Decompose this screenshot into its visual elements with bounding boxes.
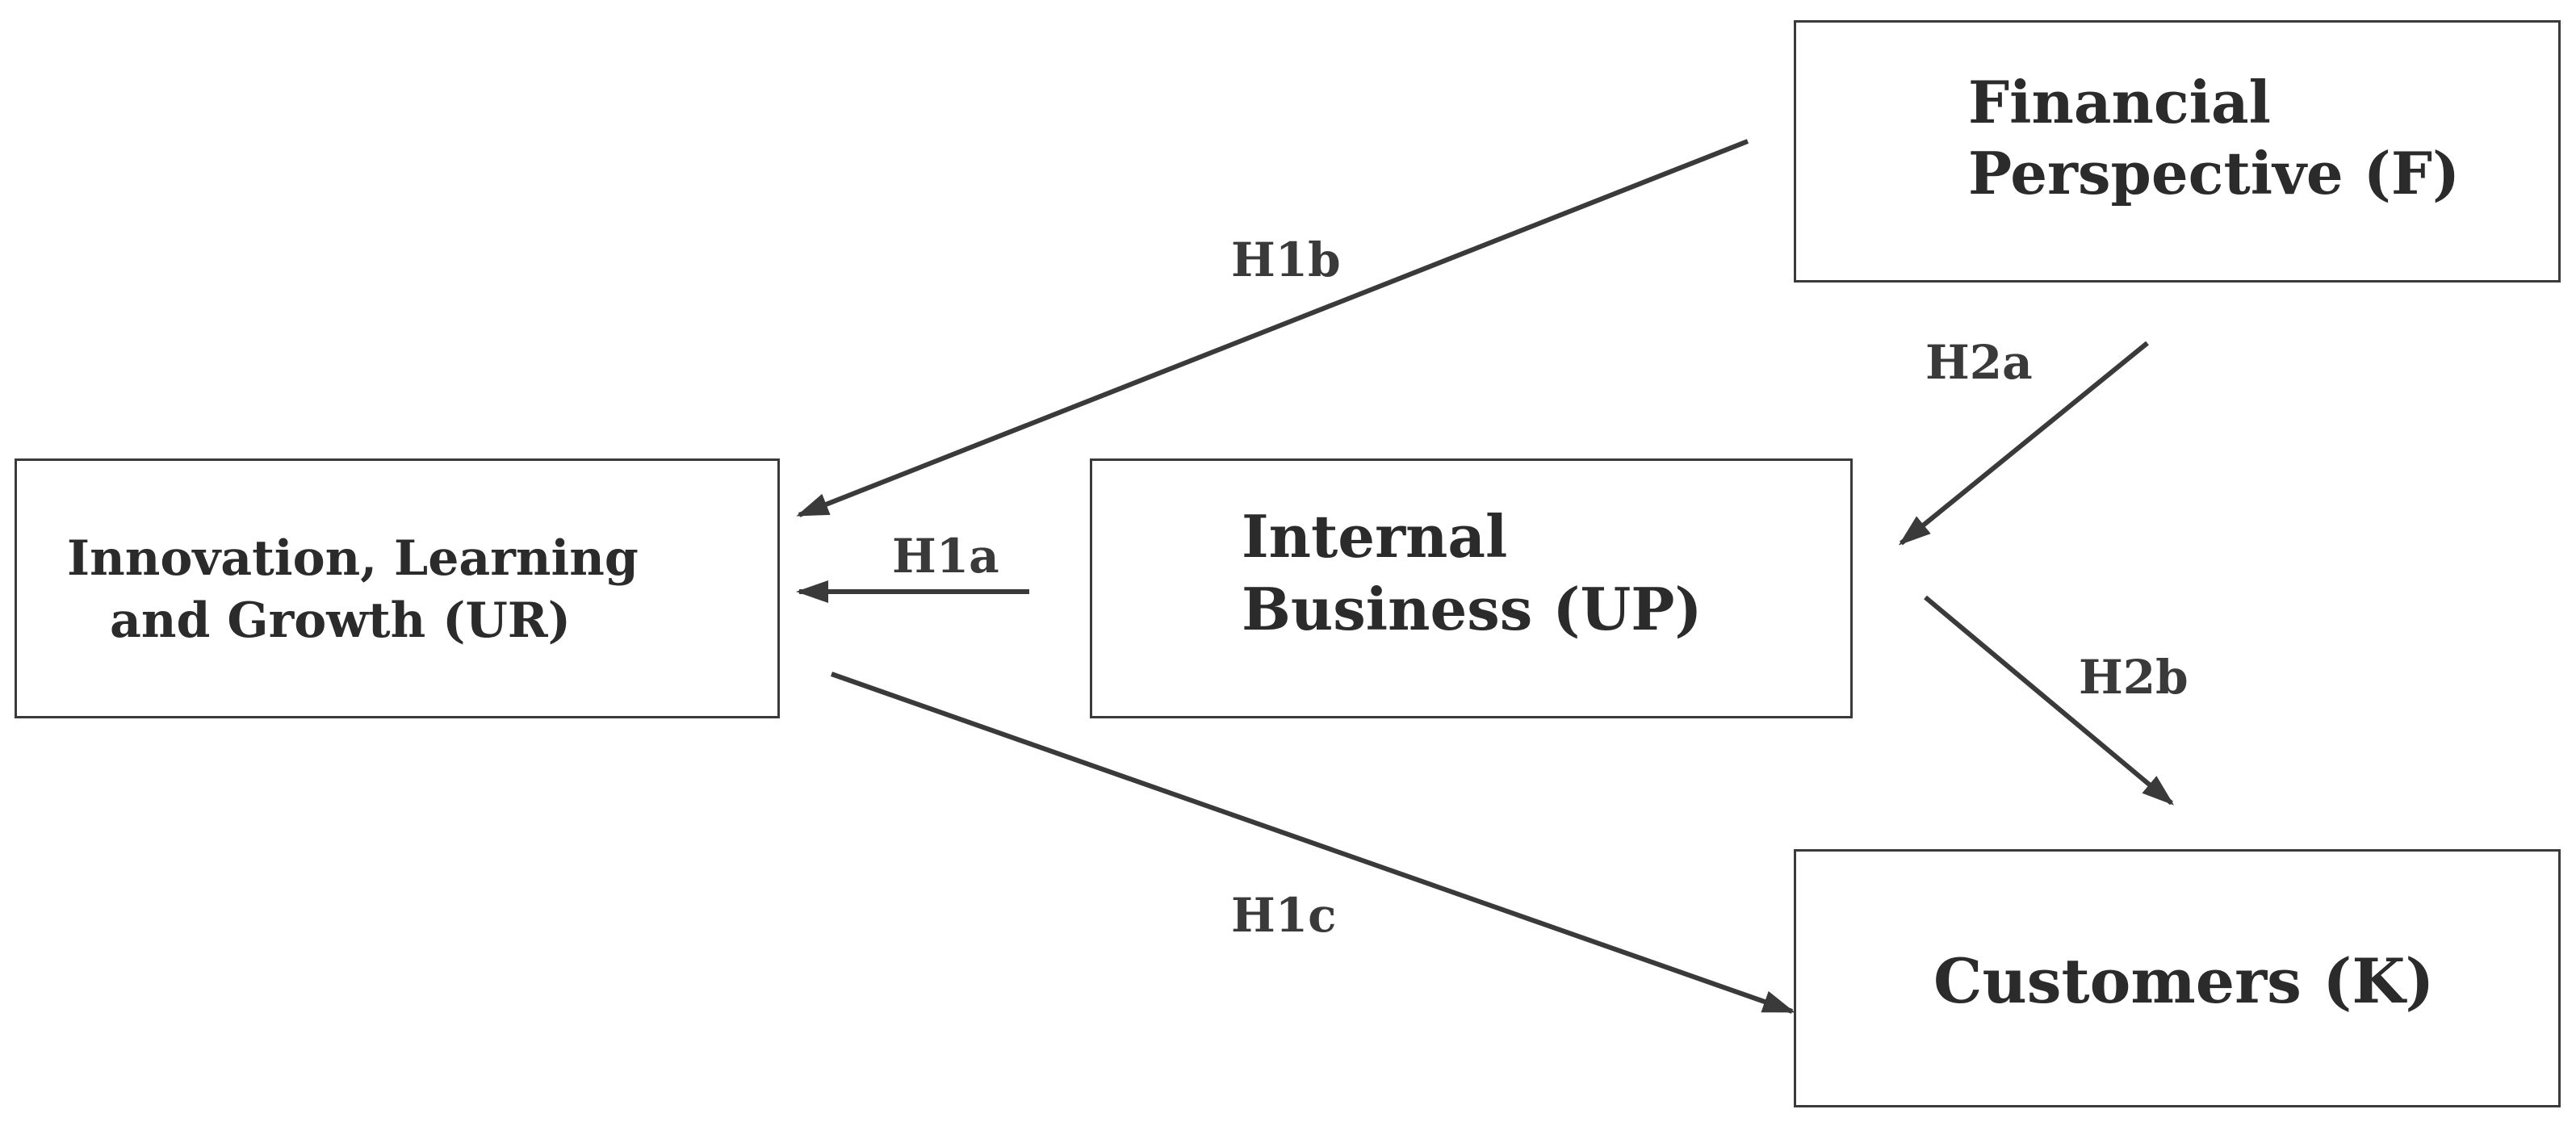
node-financial-line2: Perspective (F) bbox=[1968, 139, 2461, 207]
node-customers-label: Customers (K) bbox=[1933, 945, 2435, 1017]
node-innovation-learning-growth: Innovation, Learning and Growth (UR) bbox=[15, 458, 780, 718]
arrow-h2b bbox=[1924, 595, 2175, 806]
node-internal-business: Internal Business (UP) bbox=[1090, 458, 1853, 718]
arrow-h2a bbox=[1898, 341, 2149, 546]
edge-label-h1a: H1a bbox=[892, 529, 999, 584]
node-innovation-line2: and Growth (UR) bbox=[110, 592, 572, 649]
node-financial-perspective: Financial Perspective (F) bbox=[1794, 20, 2561, 283]
edge-label-h1c: H1c bbox=[1231, 888, 1337, 943]
node-internal-line1: Internal bbox=[1242, 502, 1508, 571]
edge-label-h1b: H1b bbox=[1231, 232, 1341, 287]
node-financial-line1: Financial bbox=[1968, 68, 2272, 136]
node-innovation-line1: Innovation, Learning bbox=[67, 530, 639, 587]
arrow-h1b bbox=[796, 139, 1749, 517]
edge-label-h2a: H2a bbox=[1925, 335, 2033, 390]
node-internal-line2: Business (UP) bbox=[1242, 575, 1703, 643]
arrow-h1c bbox=[831, 672, 1795, 1014]
edge-label-h2b: H2b bbox=[2079, 650, 2189, 705]
node-customers: Customers (K) bbox=[1794, 849, 2561, 1107]
